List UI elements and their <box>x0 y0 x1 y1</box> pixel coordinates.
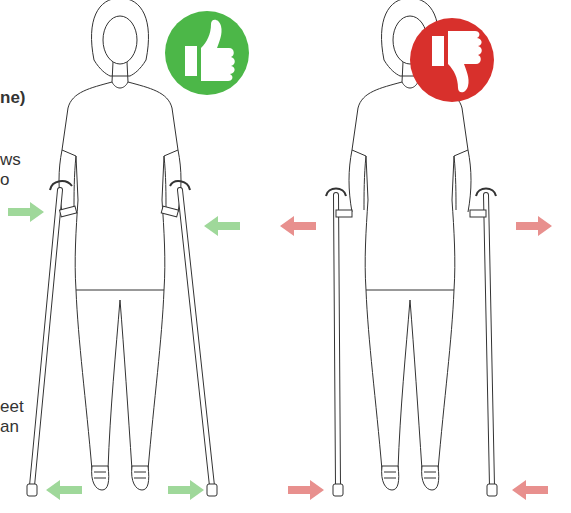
text-fragment: ws <box>0 150 21 170</box>
direction-arrow <box>8 202 240 500</box>
text-fragment: eet <box>0 397 24 417</box>
text-fragment: o <box>0 170 9 190</box>
person-figure <box>59 0 181 490</box>
direction-arrow <box>280 216 552 500</box>
crutch <box>470 189 497 497</box>
thumbs-up-icon <box>165 11 249 95</box>
text-fragment: an <box>0 417 19 437</box>
thumbs-down-icon <box>410 18 494 102</box>
crutch <box>326 189 352 497</box>
crutch <box>27 181 77 496</box>
text-fragment: ne) <box>0 88 26 108</box>
